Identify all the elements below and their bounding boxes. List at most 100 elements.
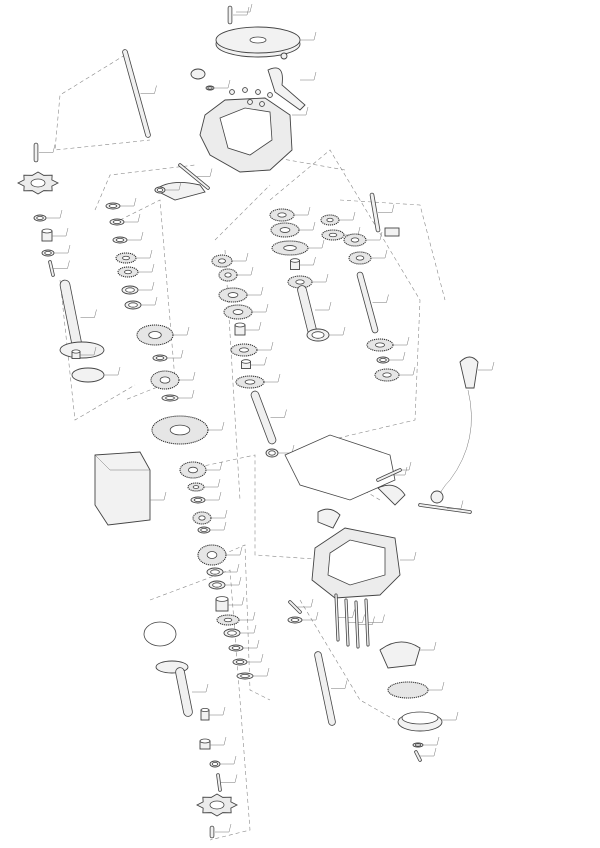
shaft-body bbox=[370, 193, 380, 232]
shaft-body bbox=[123, 50, 150, 137]
washer-hole bbox=[235, 659, 245, 665]
washer-hole bbox=[379, 357, 387, 363]
shaft-body bbox=[335, 594, 339, 641]
bushing-top bbox=[290, 258, 300, 263]
assembly-guide-line bbox=[54, 54, 151, 151]
washer-hole bbox=[212, 582, 222, 588]
leader-line bbox=[54, 244, 71, 254]
bushing-top bbox=[199, 738, 211, 744]
leader-line bbox=[138, 281, 155, 291]
washer-hole bbox=[156, 187, 164, 193]
leader-line bbox=[165, 181, 182, 191]
leader-line bbox=[247, 653, 264, 663]
leader-line bbox=[232, 252, 249, 262]
leader-line bbox=[447, 500, 464, 509]
gear-bore bbox=[206, 551, 218, 559]
leader-line bbox=[348, 614, 365, 623]
shaft-body bbox=[289, 601, 301, 613]
shift-linkage-arm bbox=[377, 484, 406, 506]
leader-line bbox=[167, 349, 184, 359]
leader-line bbox=[302, 611, 319, 621]
washer-hole bbox=[207, 86, 213, 90]
leader-line bbox=[228, 596, 245, 606]
leader-line bbox=[53, 260, 70, 269]
washer-hole bbox=[240, 673, 250, 679]
leader-line bbox=[220, 755, 237, 765]
leader-line bbox=[150, 491, 167, 501]
gasket-ring bbox=[71, 367, 105, 383]
cable-fitting bbox=[430, 490, 444, 504]
leader-line bbox=[420, 641, 437, 651]
leader-line bbox=[400, 551, 417, 561]
washer-hole bbox=[231, 645, 241, 651]
leader-line bbox=[237, 266, 254, 276]
leader-line bbox=[329, 326, 346, 336]
axle-flange bbox=[59, 341, 105, 359]
shaft-body bbox=[176, 668, 192, 716]
leader-line bbox=[140, 85, 157, 94]
leader-line bbox=[223, 563, 240, 573]
gear-bore bbox=[382, 372, 392, 378]
shaft-body bbox=[251, 391, 276, 444]
washer-hole bbox=[165, 395, 175, 401]
shift-lever bbox=[267, 67, 306, 111]
gear-bore bbox=[350, 237, 360, 243]
leader-line bbox=[371, 249, 388, 259]
leader-line bbox=[141, 296, 158, 306]
gear-bore bbox=[122, 255, 130, 261]
shaft-body bbox=[415, 751, 421, 761]
washer-hole bbox=[200, 527, 208, 533]
gear-bore bbox=[375, 342, 385, 348]
leader-line bbox=[206, 461, 223, 471]
gear-bore bbox=[239, 347, 249, 353]
assembly-guide-line bbox=[299, 599, 396, 721]
housing-cavity bbox=[219, 107, 273, 156]
gear-bore bbox=[218, 258, 226, 264]
leader-line bbox=[243, 639, 260, 649]
leader-line bbox=[39, 144, 56, 153]
assembly-guide-line bbox=[119, 199, 176, 401]
gear-bore bbox=[224, 272, 232, 278]
gear-bore bbox=[198, 515, 206, 521]
leader-line bbox=[136, 249, 153, 259]
washer-hole bbox=[227, 630, 237, 636]
leader-line bbox=[270, 409, 287, 418]
leader-line bbox=[292, 106, 309, 116]
leader-line bbox=[179, 371, 196, 381]
gear-bore bbox=[283, 245, 297, 251]
washer-hole bbox=[414, 743, 422, 747]
gear-bore bbox=[159, 376, 171, 384]
leader-line bbox=[240, 624, 257, 634]
leader-line bbox=[215, 823, 232, 833]
leader-line bbox=[372, 294, 389, 303]
shaft-body bbox=[217, 774, 221, 791]
washer-hole bbox=[112, 219, 122, 225]
leader-line bbox=[178, 389, 195, 399]
leader-line bbox=[120, 197, 137, 207]
leader-line bbox=[257, 341, 274, 351]
bolt-head bbox=[247, 99, 253, 105]
leader-line bbox=[420, 747, 437, 757]
leader-line bbox=[478, 361, 495, 371]
assembly-guide-line bbox=[214, 184, 271, 241]
shaft-body bbox=[345, 599, 349, 646]
bushing-top bbox=[241, 359, 251, 364]
brake-lever bbox=[379, 641, 421, 669]
gear-bore bbox=[148, 331, 162, 339]
leader-line bbox=[52, 227, 69, 237]
gear-bore bbox=[169, 424, 191, 436]
washer-hole bbox=[193, 497, 203, 503]
gear-bore bbox=[244, 379, 256, 385]
nut bbox=[280, 52, 288, 60]
assembly-guide-line bbox=[269, 149, 421, 441]
leader-line bbox=[80, 309, 97, 318]
bolt-head bbox=[242, 87, 248, 93]
bushing-top bbox=[200, 708, 210, 713]
leader-line bbox=[378, 204, 395, 213]
shaft-body bbox=[357, 272, 378, 333]
leader-line bbox=[393, 336, 410, 346]
leader-line bbox=[210, 736, 227, 746]
shaft-body bbox=[60, 280, 83, 355]
shaft-body bbox=[179, 164, 209, 189]
